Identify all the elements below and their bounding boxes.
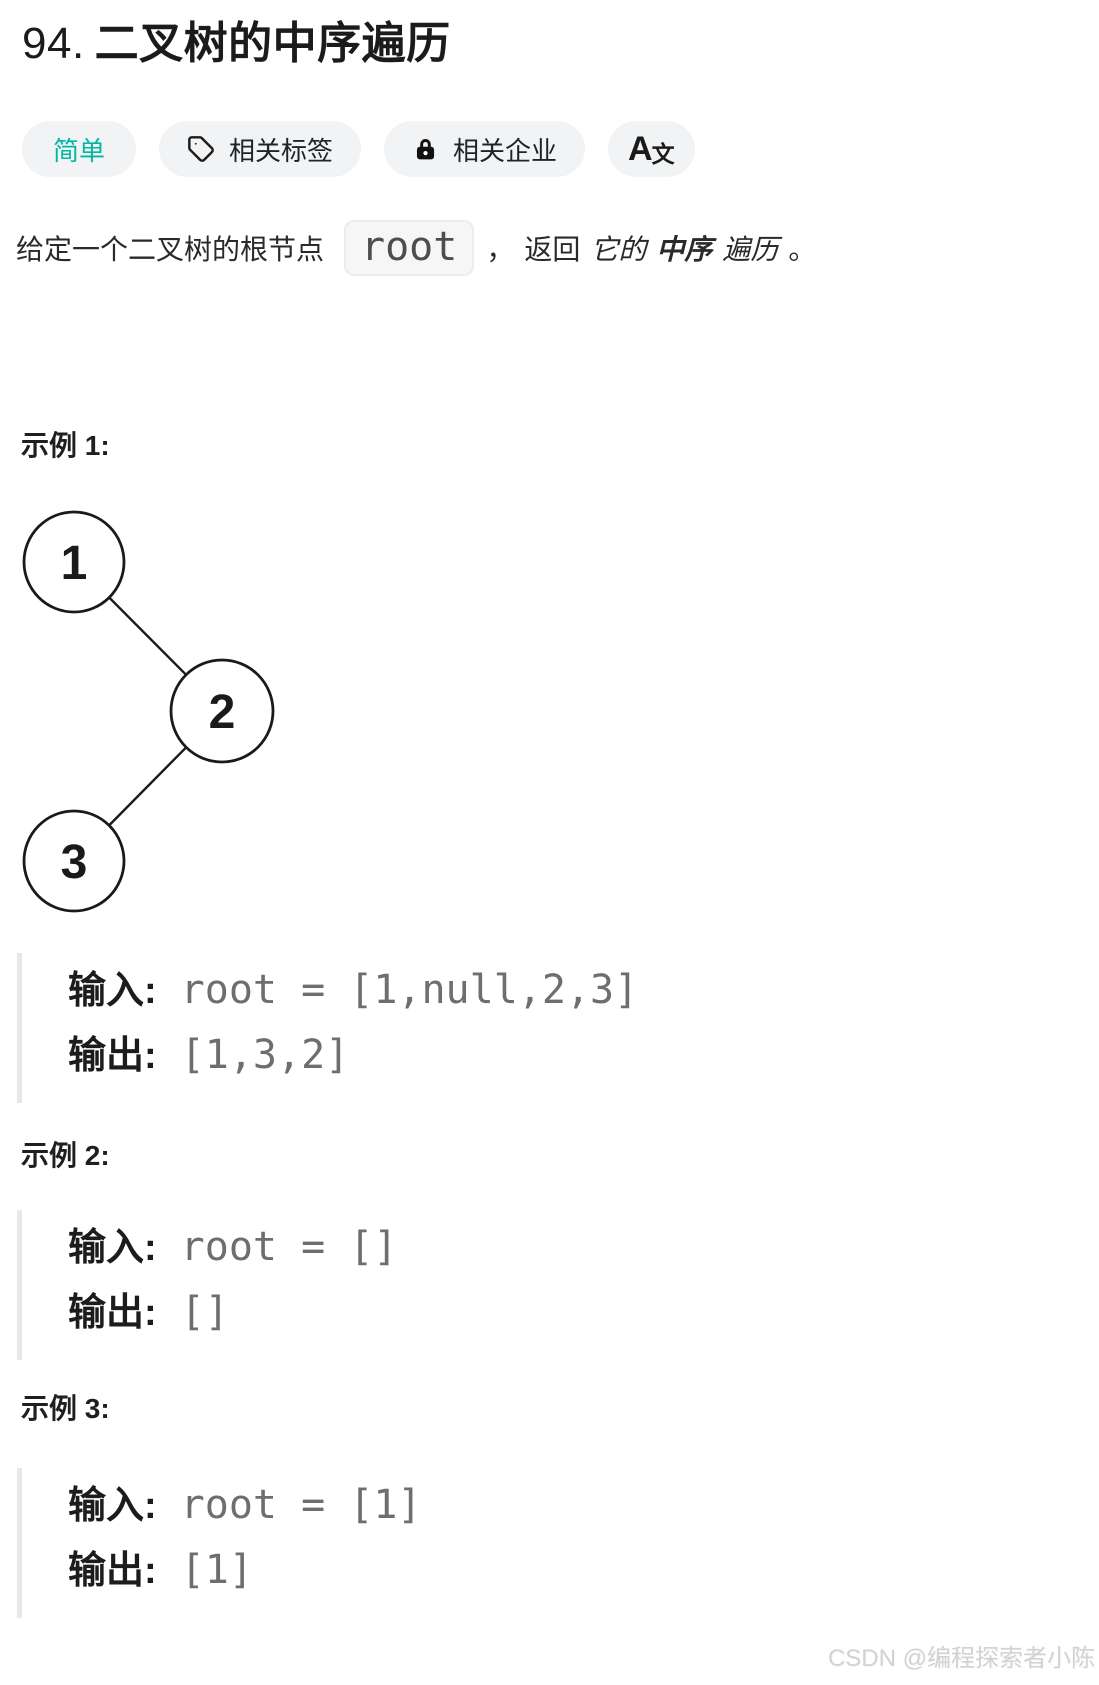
translate-icon: A文	[628, 129, 675, 168]
page-title: 94.二叉树的中序遍历	[22, 14, 451, 74]
example-3-output-value: [1]	[180, 1547, 253, 1593]
tree-edge-1-2	[108, 596, 187, 676]
example-3-input-value: root = [1]	[180, 1482, 422, 1528]
example-2-output-value: []	[180, 1289, 229, 1335]
problem-description: 给定一个二叉树的根节点 root ， 返回它的中序遍历。	[16, 220, 816, 276]
tree-node-3-value: 3	[61, 836, 88, 889]
input-label: 输入:	[68, 1485, 157, 1527]
example-3-io-block: 输入: root = [1] 输出: [1]	[17, 1468, 1077, 1618]
description-comma: ，	[486, 234, 515, 265]
problem-number: 94.	[22, 19, 85, 68]
description-mid: 返回	[524, 234, 581, 265]
related-companies-label: 相关企业	[453, 135, 558, 166]
tree-node-1-value: 1	[61, 537, 88, 590]
description-italic-1: 它的	[590, 234, 647, 265]
example-1-output-value: [1,3,2]	[180, 1032, 350, 1078]
example-3-label: 示例 3:	[21, 1393, 110, 1424]
example-3-input-line: 输入: root = [1]	[68, 1477, 1077, 1542]
example-2-io-block: 输入: root = [] 输出: []	[17, 1210, 1077, 1360]
output-label: 输出:	[68, 1550, 157, 1592]
tree-edge-2-3	[108, 746, 188, 827]
example-2-input-line: 输入: root = []	[68, 1219, 1077, 1284]
tree-node-2-circle	[169, 658, 275, 764]
difficulty-badge[interactable]: 简单	[22, 121, 137, 177]
root-code-chip: root	[344, 220, 475, 276]
badge-row: 简单 相关标签 相关企业 A文	[22, 121, 695, 177]
example-1-output-line: 输出: [1,3,2]	[68, 1027, 1077, 1092]
output-label: 输出:	[68, 1292, 157, 1334]
tree-node-2-value: 2	[209, 686, 236, 739]
binary-tree-figure: 1 2 3	[22, 510, 275, 913]
input-label: 输入:	[68, 1227, 157, 1269]
related-tags-label: 相关标签	[229, 135, 334, 166]
description-prefix: 给定一个二叉树的根节点	[16, 234, 325, 265]
example-1-input-value: root = [1,null,2,3]	[180, 967, 639, 1013]
example-3-output-line: 输出: [1]	[68, 1542, 1077, 1607]
lock-icon	[412, 136, 439, 163]
description-bold-italic: 中序	[656, 234, 713, 265]
related-companies-button[interactable]: 相关企业	[384, 121, 586, 177]
tag-icon	[187, 135, 215, 163]
output-label: 输出:	[68, 1035, 157, 1077]
example-1-label: 示例 1:	[21, 430, 110, 461]
description-period: 。	[788, 234, 817, 265]
tree-node-1-circle	[22, 510, 126, 614]
example-2-output-line: 输出: []	[68, 1284, 1077, 1349]
description-italic-2: 遍历	[722, 234, 779, 265]
difficulty-label: 简单	[53, 135, 106, 166]
csdn-watermark: CSDN @编程探索者小陈	[827, 1645, 1095, 1672]
tree-node-3-circle	[22, 809, 126, 913]
translate-button[interactable]: A文	[608, 121, 695, 177]
example-1-io-block: 输入: root = [1,null,2,3] 输出: [1,3,2]	[17, 953, 1077, 1103]
related-tags-button[interactable]: 相关标签	[159, 121, 362, 177]
problem-name: 二叉树的中序遍历	[94, 19, 451, 68]
example-2-label: 示例 2:	[21, 1140, 110, 1171]
example-1-input-line: 输入: root = [1,null,2,3]	[68, 962, 1077, 1027]
example-2-input-value: root = []	[180, 1224, 398, 1270]
input-label: 输入:	[68, 970, 157, 1012]
